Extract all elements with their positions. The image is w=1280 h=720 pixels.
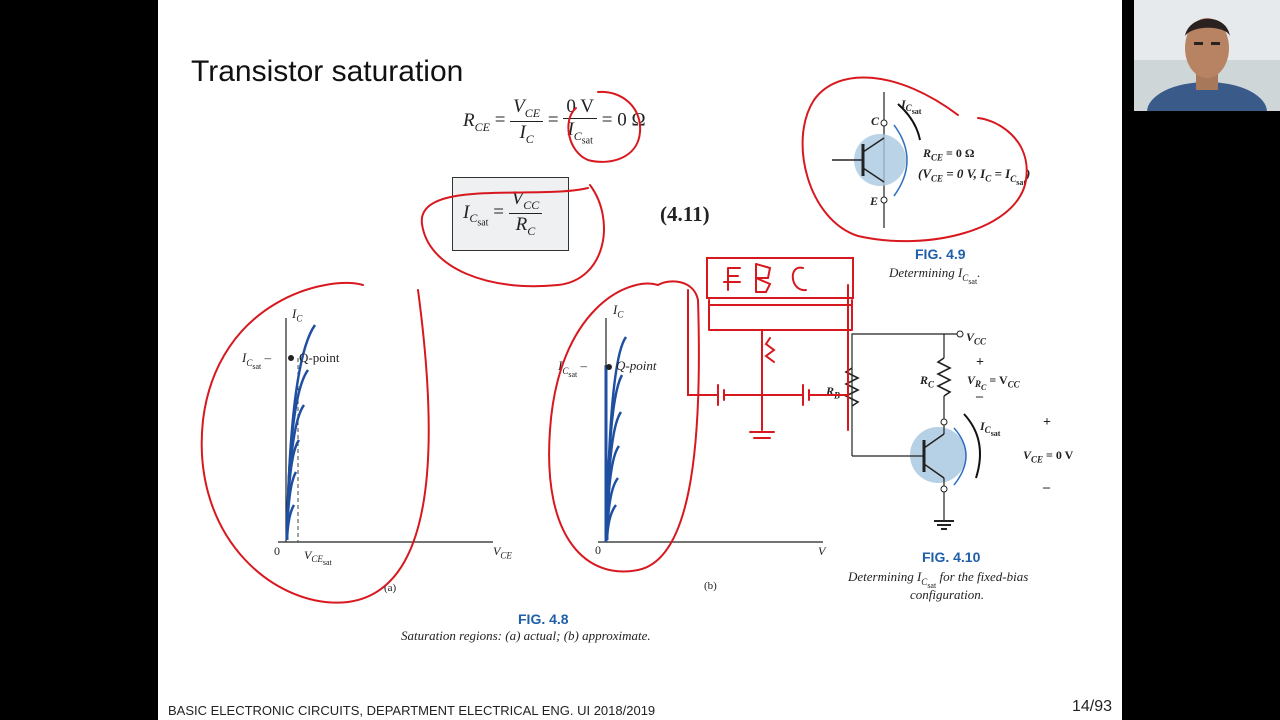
ebc-wiring-annotation (708, 299, 853, 331)
battery-wiring-annotation (687, 284, 849, 431)
fig410-vrc-minus: – (976, 389, 983, 404)
graph-a-curves (285, 324, 317, 541)
fig48-graphics (278, 318, 823, 543)
fig49-caption: FIG. 4.9 (915, 246, 966, 262)
rce-lhs: RCE (463, 109, 490, 134)
graph-b-sat-label: ICsat – (558, 358, 587, 379)
fig410-vrc-plus: + (976, 355, 984, 370)
fig49-rce-label: RCE = 0 Ω (923, 146, 975, 163)
circle-graph-a-annotation (200, 282, 430, 604)
icsat-formula: ICsat = VCC RC (463, 188, 543, 239)
fig48-caption: FIG. 4.8 (518, 611, 569, 627)
slide: Transistor saturation RCE = VCE IC = 0 V… (158, 0, 1122, 720)
red-annotations (200, 76, 1028, 604)
fig48-description: Saturation regions: (a) actual; (b) appr… (401, 628, 651, 643)
fig410-description-line2: configuration. (910, 587, 985, 602)
graph-b-tag: (b) (704, 580, 717, 592)
circle-0v-annotation (567, 90, 642, 163)
fig410-caption: FIG. 4.10 (922, 549, 981, 565)
graph-b-q-point-marker (606, 364, 612, 370)
graph-b-qpoint-label: Q-point (616, 358, 657, 373)
fig410-ic-label: ICsat (980, 419, 1001, 439)
graph-a-qpoint-label: Q-point (299, 350, 340, 365)
fig410-description-line1: Determining ICsat for the fixed-bias (848, 569, 1029, 590)
fig410-vce-plus: + (1043, 415, 1051, 430)
fig410-graphics (844, 330, 981, 530)
graph-a-sat-label: ICsat – (242, 350, 271, 371)
equation-number: (4.11) (660, 202, 710, 226)
page-number: 14/93 (1071, 698, 1112, 715)
resistor-annotation (764, 337, 776, 363)
presenter-avatar (1134, 0, 1280, 111)
graph-a-vcesat-label: VCEsat (304, 548, 332, 568)
circle-graph-b-annotation (548, 280, 700, 573)
fig410-vce-label: VCE = 0 V (1023, 448, 1074, 465)
fig49-condition-label: (VCE = 0 V, IC = ICsat) (918, 166, 1031, 187)
slide-footer: BASIC ELECTRONIC CIRCUITS, DEPARTMENT EL… (168, 703, 656, 718)
fig49-e-label: E (870, 194, 879, 208)
ground-annotation (749, 329, 775, 439)
ebc-box-annotation (706, 257, 854, 299)
graph-a-xlabel: VCE (493, 544, 512, 561)
ebc-letters-annotation (723, 263, 807, 293)
graph-a-ylabel: IC (292, 306, 303, 324)
fig49-description: Determining ICsat. (889, 265, 981, 286)
graph-a-origin: 0 (274, 544, 280, 558)
boxed-equation: ICsat = VCC RC (452, 177, 569, 251)
slide-title: Transistor saturation (191, 55, 464, 88)
fig410-vrc-label: VRC = VCC (967, 373, 1020, 393)
fig49-graphics (832, 92, 921, 228)
fig49-ic-label: ICsat (901, 97, 922, 117)
graph-b-curves (605, 336, 628, 541)
rce-fraction-1: VCE IC (510, 96, 544, 147)
fig49-c-label: C (871, 114, 880, 128)
circle-icsat-annotation (420, 184, 605, 288)
graph-a-q-point-marker (288, 355, 294, 361)
fig410-vcc-label: VCC (966, 330, 987, 347)
fig410-vce-minus: – (1043, 480, 1050, 495)
graph-b-ylabel: IC (613, 302, 624, 320)
graph-b-origin: 0 (595, 543, 601, 557)
graph-b-xlabel: V (818, 544, 826, 558)
webcam-video (1134, 0, 1280, 111)
circle-fig49-annotation (801, 76, 1028, 243)
fig410-rc-label: RC (920, 373, 935, 390)
